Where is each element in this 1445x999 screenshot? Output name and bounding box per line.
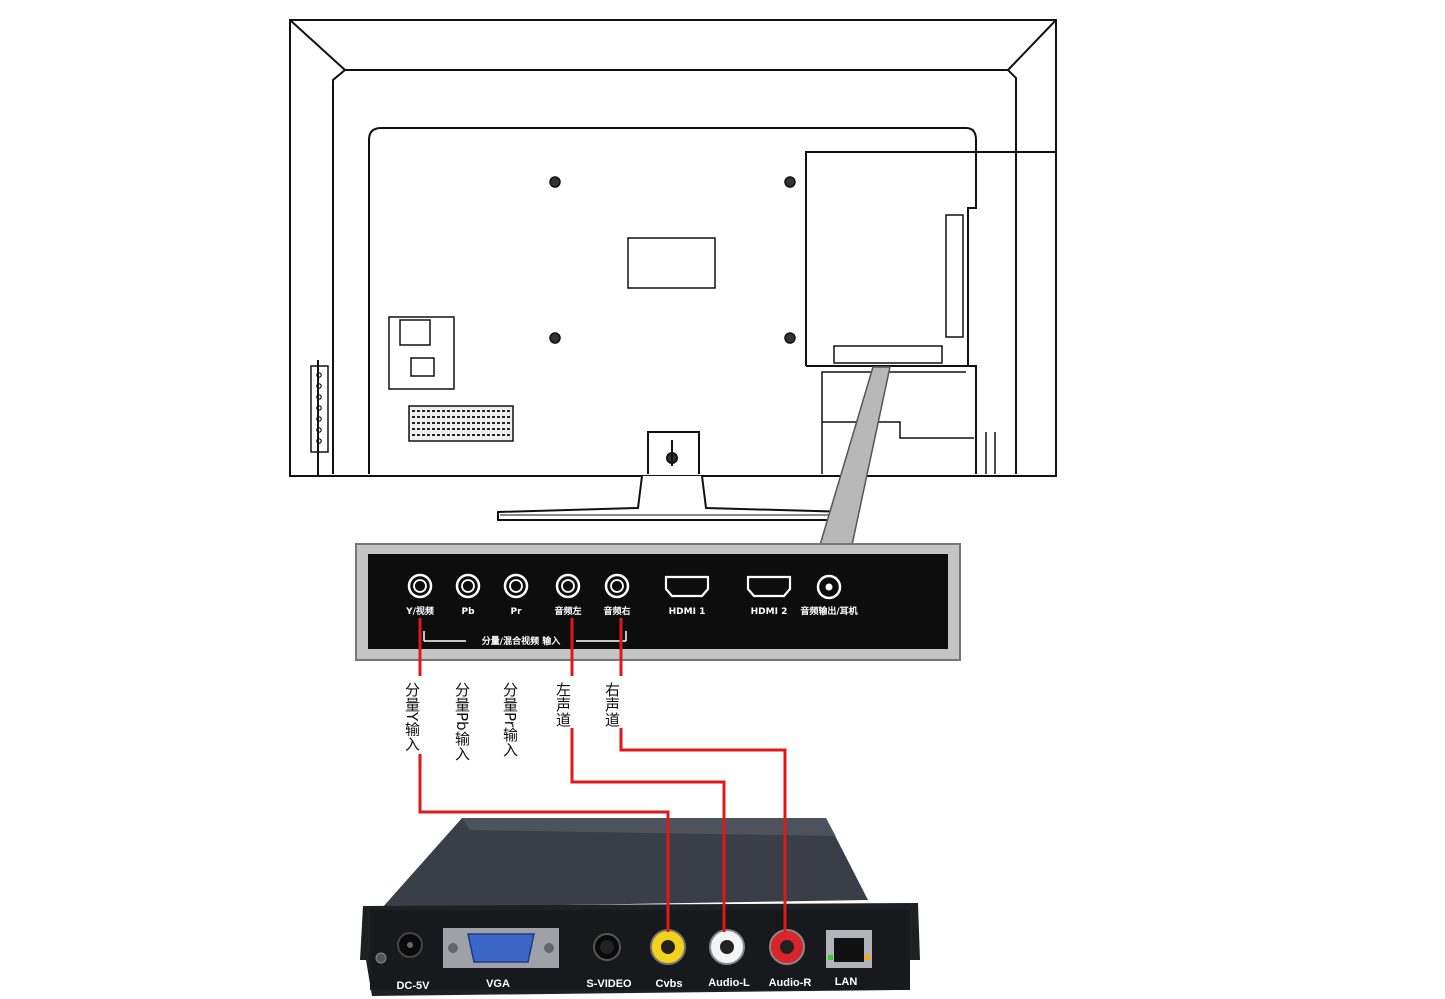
tv-vent-grille — [408, 405, 514, 442]
lan-port — [826, 930, 872, 968]
audio-r-rca-jack — [769, 929, 805, 965]
red-cables — [418, 618, 787, 932]
cable-label-y: 分量Y输入 — [403, 682, 421, 751]
cable-right-to-audio-r — [619, 618, 787, 932]
box-label-vga: VGA — [486, 978, 510, 990]
cable-label-pb: 分量Pb输入 — [453, 682, 471, 761]
panel-label-pr: Pr — [510, 607, 522, 617]
box-label-audio-r: Audio-R — [769, 977, 812, 989]
box-top — [382, 818, 868, 908]
input-group-bracket — [423, 631, 627, 642]
panel-label-y: Y/视频 — [405, 605, 434, 617]
jack-pr — [503, 573, 529, 599]
cable-left-to-audio-l — [570, 618, 726, 932]
input-group-label: 分量/混合视频 输入 — [482, 635, 560, 647]
box-label-audio-l: Audio-L — [708, 977, 750, 989]
cvbs-rca-jack — [650, 929, 686, 965]
panel-label-hdmi-1: HDMI 1 — [669, 607, 706, 617]
panel-label-audio-left: 音频左 — [554, 605, 581, 617]
tv-back-plate — [368, 127, 977, 474]
tv-rating-label — [627, 237, 716, 289]
jack-headphone — [816, 574, 842, 600]
tv-power-block — [388, 316, 455, 390]
box-label-dc: DC-5V — [396, 980, 430, 992]
tv-outer-frame — [289, 19, 1057, 477]
tv-rear-view — [289, 19, 1057, 521]
jack-y — [407, 573, 433, 599]
tv-stand — [497, 431, 851, 521]
dc-5v-jack — [397, 932, 423, 958]
tv-side-buttons — [310, 365, 329, 453]
panel-label-audio-right: 音频右 — [603, 605, 630, 617]
panel-label-audio-out: 音频输出/耳机 — [800, 605, 857, 617]
vga-port — [443, 928, 559, 968]
panel-label-pb: Pb — [461, 607, 475, 617]
cable-y-to-cvbs — [418, 618, 670, 932]
panel-label-hdmi-2: HDMI 2 — [751, 607, 788, 617]
converter-box: DC-5V VGA S-VIDEO Cvbs Audio-L Audio-R L… — [360, 818, 920, 996]
cable-label-pr: 分量Pr输入 — [501, 682, 519, 757]
audio-l-rca-jack — [709, 929, 745, 965]
s-video-port — [593, 933, 621, 961]
box-label-svideo: S-VIDEO — [586, 978, 632, 990]
hdmi-2-port — [746, 575, 792, 598]
cable-labels: 分量Y输入 分量Pb输入 分量Pr输入 左声道 右声道 — [403, 682, 621, 761]
jack-audio-right — [604, 573, 630, 599]
vesa-screws — [549, 176, 796, 344]
tv-port-strip — [833, 345, 943, 364]
cable-label-left: 左声道 — [554, 682, 572, 727]
box-label-lan: LAN — [835, 976, 858, 988]
box-label-cvbs: Cvbs — [656, 978, 683, 990]
cable-label-right: 右声道 — [603, 682, 621, 727]
hdmi-1-port — [664, 575, 710, 598]
jack-audio-left — [555, 573, 581, 599]
jack-pb — [455, 573, 481, 599]
tv-input-panel: Y/视频 Pb Pr 音频左 音频右 HDMI 1 HDMI 2 音频输出/耳机… — [355, 543, 961, 661]
